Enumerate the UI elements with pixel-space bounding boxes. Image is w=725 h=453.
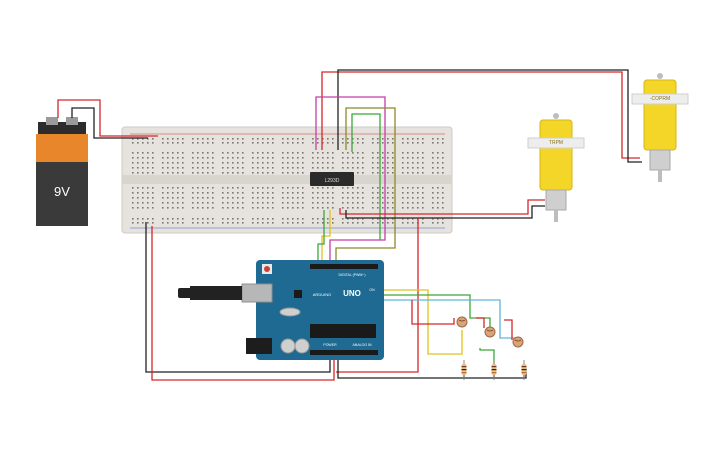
wire-cyan-sensor (380, 299, 519, 344)
arduino-model: UNO (343, 289, 361, 298)
photoresistor-3[interactable] (512, 336, 524, 348)
motor-left[interactable]: TRPM (527, 113, 585, 222)
wire-battery-negative (71, 107, 148, 139)
usb-cable (190, 286, 242, 300)
wire-rail-negative (145, 222, 331, 373)
wire-rail-positive (151, 226, 335, 381)
battery-label: 9V (54, 184, 70, 199)
resistor-3[interactable] (521, 360, 527, 380)
motor-right-label: -COPRM (650, 96, 670, 102)
wire-driver-to-left-motor-black (345, 205, 545, 219)
arduino-uno[interactable]: ARDUINO UNO DIGITAL (PWM~) POWER ANALOG … (178, 260, 384, 360)
wire-magenta (315, 96, 386, 262)
wire-green-top (351, 113, 381, 240)
driver-ic-l293d[interactable]: L293D (310, 172, 354, 186)
arduino-brand: ARDUINO (313, 292, 331, 297)
arduino-digital-label: DIGITAL (PWM~) (338, 273, 365, 277)
wire-red-sensor-3 (504, 319, 513, 340)
wire-yellow-sensor (380, 289, 463, 355)
breadboard[interactable] (121, 126, 453, 234)
resistor-1[interactable] (461, 360, 467, 380)
wire-olive (335, 107, 396, 262)
wire-green-sensor (380, 294, 491, 336)
battery-9v[interactable]: 9V (36, 117, 88, 226)
wire-yellow-low (321, 210, 331, 262)
motor-right[interactable]: -COPRM (631, 73, 689, 182)
wire-green-low (317, 210, 325, 262)
motor-left-label: TRPM (549, 140, 563, 146)
photoresistor-2[interactable] (484, 326, 496, 338)
photoresistor-1[interactable] (456, 316, 468, 328)
resistor-2[interactable] (491, 360, 497, 380)
arduino-on-label: ON (369, 288, 375, 292)
wire-red-sensor-1 (411, 300, 455, 325)
driver-ic-label: L293D (325, 178, 340, 184)
arduino-analog-label: ANALOG IN (352, 343, 372, 347)
wire-red-vcc (336, 218, 419, 373)
wire-driver-to-left-motor-red (339, 199, 545, 215)
arduino-power-label: POWER (323, 343, 337, 347)
wire-battery-positive (57, 99, 158, 137)
wire-red-sensor-2 (476, 317, 485, 328)
